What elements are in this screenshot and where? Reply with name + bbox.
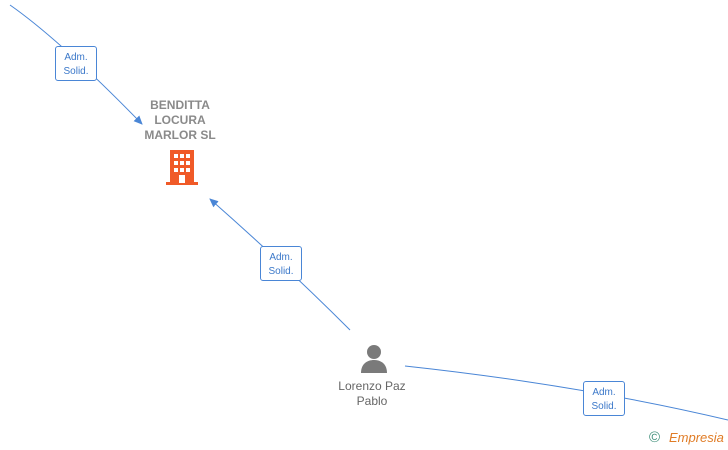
edge-label-person-company[interactable]: Adm. Solid. <box>260 246 302 281</box>
person-node-label[interactable]: Lorenzo Paz Pablo <box>320 379 424 409</box>
edge-label-right[interactable]: Adm. Solid. <box>583 381 625 416</box>
edge-line-right <box>404 365 728 421</box>
edge-label-line: Adm. <box>269 252 293 263</box>
copyright-symbol: © <box>649 429 661 446</box>
company-name-line: MARLOR SL <box>144 128 216 142</box>
company-name-line: LOCURA <box>154 113 206 127</box>
person-icon[interactable] <box>358 342 390 374</box>
company-name-line: BENDITTA <box>150 98 210 112</box>
edge-label-line: Solid. <box>591 401 617 412</box>
edge-label-line: Adm. <box>592 387 616 398</box>
edge-label-line: Adm. <box>64 52 88 63</box>
brand-watermark: © Empresia <box>649 428 728 448</box>
building-icon[interactable] <box>164 148 200 186</box>
person-name-line: Lorenzo Paz <box>338 379 406 393</box>
edge-label-top[interactable]: Adm. Solid. <box>55 46 97 81</box>
edge-label-line: Solid. <box>268 266 294 277</box>
company-node-label[interactable]: BENDITTA LOCURA MARLOR SL <box>120 98 240 143</box>
person-name-line: Pablo <box>356 394 388 408</box>
brand-name: Empresia <box>669 430 724 445</box>
edge-label-line: Solid. <box>63 66 89 77</box>
